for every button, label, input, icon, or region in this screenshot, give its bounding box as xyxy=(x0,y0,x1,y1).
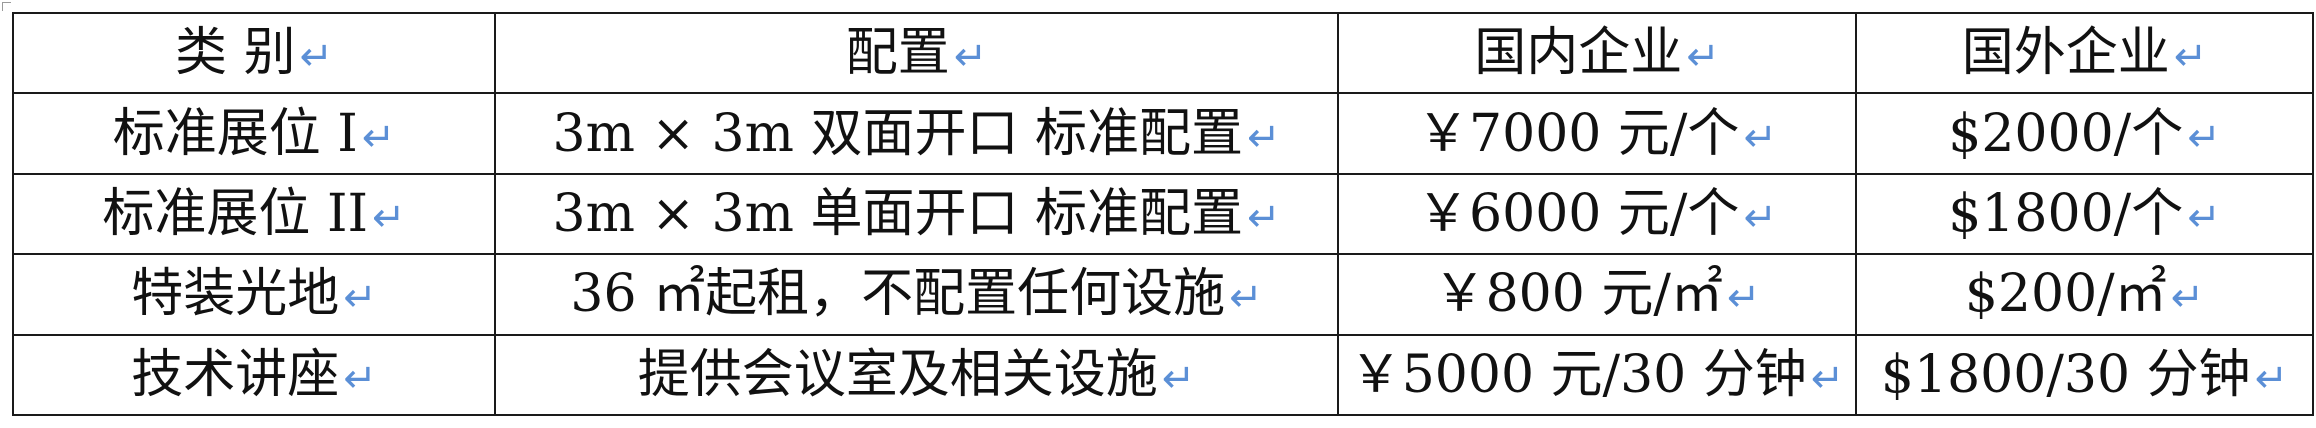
table-cell[interactable]: 3m × 3m 双面开口 标准配置↵ xyxy=(494,92,1339,175)
table-cell[interactable]: 技术讲座↵ xyxy=(12,333,496,417)
table-cell[interactable]: ￥5000 元/30 分钟↵ xyxy=(1337,333,1857,417)
paragraph-mark-icon: ↵ xyxy=(372,194,406,241)
table-row: 技术讲座↵ 提供会议室及相关设施↵ ￥5000 元/30 分钟↵ $1800/3… xyxy=(12,333,2314,417)
paragraph-mark-icon: ↵ xyxy=(2187,194,2221,241)
table-cell[interactable]: $2000/个↵ xyxy=(1855,92,2314,175)
cell-text: 标准展位 I xyxy=(112,103,358,164)
cell-text: ￥800 元/㎡ xyxy=(1433,264,1723,325)
paragraph-mark-icon: ↵ xyxy=(1743,114,1777,161)
cell-text: 36 ㎡起租，不配置任何设施 xyxy=(570,264,1226,325)
cell-text: 技术讲座 xyxy=(131,344,340,405)
table-cell[interactable]: $1800/个↵ xyxy=(1855,172,2314,256)
paragraph-mark-icon: ↵ xyxy=(1246,194,1281,241)
cell-text: 配置 xyxy=(845,23,950,84)
table-row: 标准展位 II↵ 3m × 3m 单面开口 标准配置↵ ￥6000 元/个↵ $… xyxy=(12,172,2314,256)
cell-text: 标准展位 II xyxy=(102,183,369,244)
cell-text: 国外企业 xyxy=(1961,23,2170,84)
header-cell-config[interactable]: 配置↵ xyxy=(494,11,1339,95)
cell-text: ￥6000 元/个 xyxy=(1417,183,1740,244)
paragraph-mark-icon: ↵ xyxy=(2254,355,2289,402)
table-row: 标准展位 I↵ 3m × 3m 双面开口 标准配置↵ ￥7000 元/个↵ $2… xyxy=(12,92,2314,175)
paragraph-mark-icon: ↵ xyxy=(1686,34,1720,81)
paragraph-mark-icon: ↵ xyxy=(953,34,988,81)
paragraph-mark-icon: ↵ xyxy=(2187,114,2221,161)
cell-text: 提供会议室及相关设施 xyxy=(637,344,1158,405)
table-cell[interactable]: 3m × 3m 单面开口 标准配置↵ xyxy=(494,172,1339,256)
paragraph-mark-icon: ↵ xyxy=(299,34,334,81)
paragraph-mark-icon: ↵ xyxy=(343,355,377,402)
paragraph-mark-icon: ↵ xyxy=(1810,355,1845,402)
cell-text: $200/㎡ xyxy=(1964,264,2167,325)
cell-text: 3m × 3m 单面开口 标准配置 xyxy=(552,183,1243,244)
table-row: 特装光地↵ 36 ㎡起租，不配置任何设施↵ ￥800 元/㎡↵ $200/㎡↵ xyxy=(12,253,2314,336)
cell-text: 国内企业 xyxy=(1474,23,1683,84)
paragraph-mark-icon: ↵ xyxy=(343,275,377,322)
table-cell[interactable]: 特装光地↵ xyxy=(12,253,496,336)
cell-text: 3m × 3m 双面开口 标准配置 xyxy=(552,103,1243,164)
table-cell[interactable]: 提供会议室及相关设施↵ xyxy=(494,333,1339,417)
cell-text: $1800/30 分钟 xyxy=(1880,344,2251,405)
table-cell[interactable]: 36 ㎡起租，不配置任何设施↵ xyxy=(494,253,1339,336)
paragraph-mark-icon: ↵ xyxy=(1743,194,1777,241)
paragraph-mark-icon: ↵ xyxy=(361,114,396,161)
cell-text: $1800/个 xyxy=(1948,183,2184,244)
table-cell[interactable]: $1800/30 分钟↵ xyxy=(1855,333,2314,417)
header-cell-foreign[interactable]: 国外企业↵ xyxy=(1855,11,2314,95)
paragraph-mark-icon: ↵ xyxy=(2173,34,2208,81)
header-cell-category[interactable]: 类 别↵ xyxy=(12,11,496,95)
table-cell[interactable]: $200/㎡↵ xyxy=(1855,253,2314,336)
table-cell[interactable]: ￥800 元/㎡↵ xyxy=(1337,253,1857,336)
table-cell[interactable]: 标准展位 I↵ xyxy=(12,92,496,175)
cell-text: 类 别 xyxy=(174,23,296,84)
paragraph-mark-icon: ↵ xyxy=(1246,114,1281,161)
cell-text: 特装光地 xyxy=(131,264,340,325)
booth-price-table: 类 别↵ 配置↵ 国内企业↵ 国外企业↵ 标准展位 I↵ 3m × 3m 双面开… xyxy=(12,11,2314,417)
cell-text: $2000/个 xyxy=(1948,103,2184,164)
table-header-row: 类 别↵ 配置↵ 国内企业↵ 国外企业↵ xyxy=(12,11,2314,95)
table-cell[interactable]: ￥7000 元/个↵ xyxy=(1337,92,1857,175)
paragraph-mark-icon: ↵ xyxy=(1229,275,1263,322)
paragraph-mark-icon: ↵ xyxy=(1161,355,1196,402)
table-cell[interactable]: 标准展位 II↵ xyxy=(12,172,496,256)
paragraph-mark-icon: ↵ xyxy=(1726,275,1761,322)
cell-text: ￥7000 元/个 xyxy=(1417,103,1740,164)
table-cell[interactable]: ￥6000 元/个↵ xyxy=(1337,172,1857,256)
cell-text: ￥5000 元/30 分钟 xyxy=(1349,344,1807,405)
header-cell-domestic[interactable]: 国内企业↵ xyxy=(1337,11,1857,95)
document-corner-mark xyxy=(2,2,11,11)
paragraph-mark-icon: ↵ xyxy=(2170,275,2205,322)
